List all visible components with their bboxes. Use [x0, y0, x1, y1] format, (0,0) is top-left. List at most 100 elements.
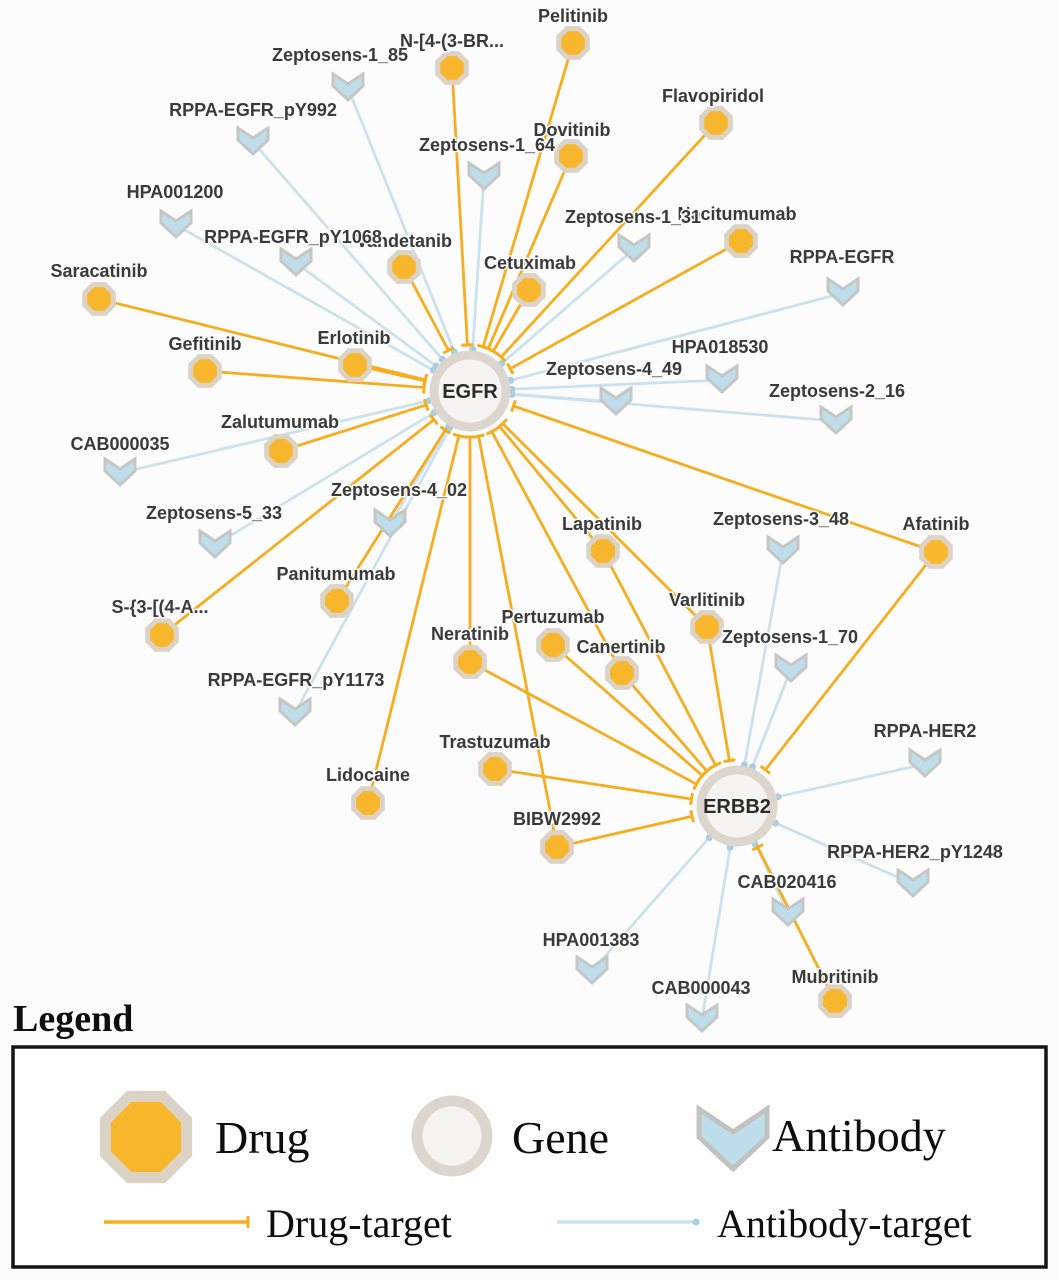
- drug-octagon-icon: [188, 354, 222, 388]
- node-drug-afatinib[interactable]: [919, 535, 953, 569]
- node-drug-pelitinib[interactable]: [556, 26, 590, 60]
- node-drug-lidocaine[interactable]: [351, 786, 385, 820]
- antibody-chevron-icon: [103, 456, 137, 488]
- gene-node-icon: [411, 1095, 493, 1177]
- edge-antibody-target-zeptosens-4-02-egfr: [388, 423, 452, 525]
- node-drug-flavopiridol[interactable]: [699, 106, 733, 140]
- node-antibody-zeptosens-4-02[interactable]: [373, 507, 407, 539]
- node-antibody-rppa-her2[interactable]: [908, 747, 942, 779]
- node-antibody-hpa001200[interactable]: [159, 208, 193, 240]
- edge-drug-target-lapatinib-erbb2: [601, 550, 722, 770]
- node-gene-erbb2[interactable]: [696, 765, 778, 847]
- drug-octagon-icon: [387, 250, 421, 284]
- label-rppa-egfr-py1173: RPPA-EGFR_pY1173: [208, 670, 385, 690]
- label-hpa018530: HPA018530: [672, 337, 769, 357]
- node-antibody-zeptosens-3-48[interactable]: [766, 534, 800, 566]
- node-antibody-cab020416[interactable]: [771, 896, 805, 928]
- node-drug-saracatinib[interactable]: [82, 282, 116, 316]
- label-flavopiridol: Flavopiridol: [662, 86, 764, 106]
- node-drug-neratinib[interactable]: [453, 645, 487, 679]
- antibody-chevron-icon: [278, 696, 312, 728]
- edge-antibody-target-zeptosens-1-31-egfr: [498, 247, 635, 367]
- label-zalutumumab: Zalutumumab: [221, 412, 339, 432]
- node-antibody-rppa-egfr-py1173[interactable]: [278, 696, 312, 728]
- edge-antibody-target-hpa001200-egfr: [175, 223, 437, 374]
- node-antibody-hpa018530[interactable]: [705, 363, 739, 395]
- label-vandetanib: Vandetanib: [356, 231, 452, 251]
- label-cab000043: CAB000043: [651, 978, 750, 998]
- node-antibody-rppa-her2-py1248[interactable]: [896, 867, 930, 899]
- node-antibody-rppa-egfr-py1068[interactable]: [279, 246, 313, 278]
- nodes-layer: [82, 26, 953, 1034]
- drug-octagon-icon: [145, 618, 179, 652]
- node-drug-necitumumab[interactable]: [724, 224, 758, 258]
- node-drug-varlitinib[interactable]: [690, 610, 724, 644]
- node-drug-s3[interactable]: [145, 618, 179, 652]
- label-dovitinib: Dovitinib: [534, 120, 611, 140]
- edge-drug-target-canertinib-egfr: [485, 427, 624, 674]
- label-zeptosens-1-64: Zeptosens-1_64: [419, 135, 555, 155]
- label-zeptosens-4-49: Zeptosens-4_49: [546, 359, 682, 379]
- label-trastuzumab: Trastuzumab: [439, 732, 550, 752]
- node-antibody-rppa-egfr-py992[interactable]: [236, 125, 270, 157]
- node-antibody-zeptosens-4-49[interactable]: [599, 385, 633, 417]
- label-saracatinib: Saracatinib: [50, 261, 147, 281]
- node-drug-lapatinib[interactable]: [586, 534, 620, 568]
- node-antibody-cab000043[interactable]: [685, 1002, 719, 1034]
- drug-octagon-icon: [435, 51, 469, 85]
- label-egfr: EGFR: [442, 381, 498, 403]
- edge-drug-target-pelitinib-egfr: [476, 42, 575, 351]
- node-drug-pertuzumab[interactable]: [536, 628, 570, 662]
- label-neratinib: Neratinib: [431, 624, 509, 644]
- node-antibody-zeptosens-1-31[interactable]: [617, 232, 651, 264]
- label-pelitinib: Pelitinib: [538, 6, 608, 26]
- node-antibody-cab000035[interactable]: [103, 456, 137, 488]
- antibody-chevron-icon: [331, 71, 365, 103]
- label-zeptosens-1-31: Zeptosens-1_31: [565, 207, 701, 227]
- node-antibody-hpa001383[interactable]: [575, 954, 609, 986]
- edge-drug-target-zalutumumab-egfr: [280, 398, 430, 453]
- node-antibody-rppa-egfr[interactable]: [826, 276, 860, 308]
- node-drug-cetuximab[interactable]: [512, 273, 546, 307]
- node-drug-vandetanib[interactable]: [387, 250, 421, 284]
- node-drug-gefitinib[interactable]: [188, 354, 222, 388]
- node-drug-mubritinib[interactable]: [818, 984, 852, 1018]
- antibody-chevron-icon: [617, 232, 651, 264]
- antibody-chevron-icon: [599, 385, 633, 417]
- node-gene-egfr[interactable]: [429, 350, 511, 432]
- node-drug-dovitinib[interactable]: [554, 139, 588, 173]
- drug-octagon-icon: [556, 26, 590, 60]
- node-antibody-zeptosens-5-33[interactable]: [198, 528, 232, 560]
- antibody-chevron-icon: [819, 404, 853, 436]
- label-rppa-egfr-py992: RPPA-EGFR_pY992: [169, 100, 337, 120]
- drug-octagon-icon: [724, 224, 758, 258]
- edge-antibody-target-rppa-her2-erbb2: [774, 762, 926, 801]
- label-rppa-her2-py1248: RPPA-HER2_pY1248: [827, 842, 1003, 862]
- antibody-edges-layer: [119, 87, 926, 1020]
- node-antibody-zeptosens-1-64[interactable]: [467, 160, 501, 192]
- node-drug-erlotinib[interactable]: [338, 348, 372, 382]
- drug-octagon-icon: [453, 645, 487, 679]
- node-antibody-zeptosens-1-70[interactable]: [774, 652, 808, 684]
- node-antibody-zeptosens-2-16[interactable]: [819, 404, 853, 436]
- edge-drug-target-varlitinib-egfr: [497, 418, 708, 628]
- node-drug-zalutumumab[interactable]: [264, 434, 298, 468]
- legend-antibody-target-label: Antibody-target: [717, 1201, 972, 1246]
- node-drug-bibw2992[interactable]: [540, 830, 574, 864]
- edge-drug-target-gefitinib-egfr: [204, 369, 427, 394]
- node-drug-panitumumab[interactable]: [320, 584, 354, 618]
- label-zeptosens-2-16: Zeptosens-2_16: [769, 381, 905, 401]
- node-antibody-zeptosens-1-85[interactable]: [331, 71, 365, 103]
- antibody-chevron-icon: [896, 867, 930, 899]
- node-drug-n4[interactable]: [435, 51, 469, 85]
- drug-octagon-icon: [536, 628, 570, 662]
- node-drug-canertinib[interactable]: [605, 656, 639, 690]
- antibody-chevron-icon: [826, 276, 860, 308]
- antibody-chevron-icon: [766, 534, 800, 566]
- drug-octagon-icon: [690, 610, 724, 644]
- node-drug-trastuzumab[interactable]: [478, 752, 512, 786]
- label-hpa001383: HPA001383: [543, 930, 640, 950]
- gene-circle-icon: [696, 765, 778, 847]
- label-s3: S-{3-[(4-A...: [111, 597, 208, 617]
